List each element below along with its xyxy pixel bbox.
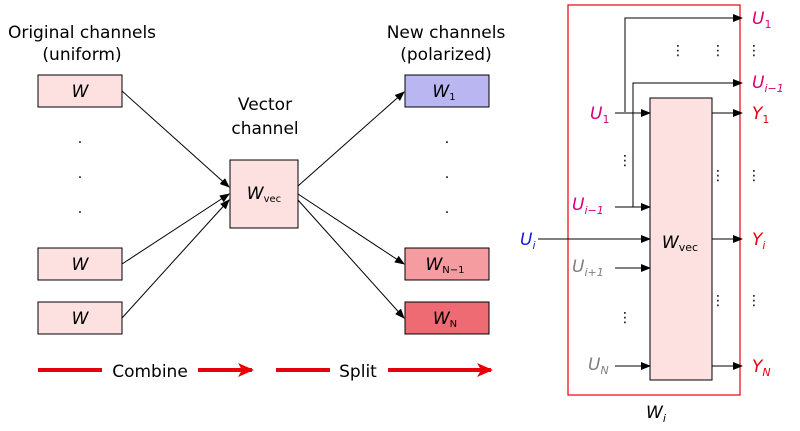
vector-channel-label-right: Wvec [662, 233, 698, 254]
original-channels-title: Original channels [8, 23, 156, 43]
combine-arrow [121, 193, 230, 265]
combine-arrow [121, 90, 230, 188]
polarized-channel-box-wn1 [404, 247, 490, 281]
ellipsis-dot: . [445, 166, 449, 182]
split-arrow [297, 193, 405, 265]
polarized-channel-box-w1 [404, 74, 490, 108]
ellipsis-dot: . [78, 166, 82, 182]
output-label-u1: U1 [752, 9, 771, 31]
split-arrow [297, 91, 405, 187]
ellipsis-dot: . [445, 201, 449, 217]
uniform-channel-label-mid: W [72, 255, 90, 275]
bypass-wire-ui-1 [632, 79, 743, 207]
vector-channel-label: Wvec [247, 184, 281, 205]
vertical-ellipsis: ⋮ [747, 293, 761, 309]
input-label-ui+1: Ui+1 [572, 257, 604, 279]
split-label: Split [339, 362, 377, 382]
uniform-channel-label-top: W [72, 82, 90, 102]
input-label-un: UN [588, 355, 609, 377]
polarized-channel-label-wn: WN [433, 309, 457, 330]
combine-arrow [121, 199, 230, 319]
vector-channel-box [229, 159, 299, 229]
synthetic-channel-label: Wi [646, 403, 666, 425]
output-label-yn: YN [752, 357, 771, 379]
vertical-ellipsis: ⋮ [618, 310, 632, 326]
synthetic-channel-frame [567, 4, 741, 396]
bypass-wire-u1 [624, 14, 743, 112]
vertical-ellipsis: ⋮ [618, 153, 632, 169]
new-channels-title: New channels [387, 23, 506, 43]
input-label-ui-1: Ui−1 [572, 195, 604, 217]
polarized-channel-label-wn1: WN−1 [425, 255, 464, 276]
output-label-yi: Yi [752, 230, 765, 252]
vertical-ellipsis: ⋮ [747, 168, 761, 184]
polarized-channel-box-wn [404, 301, 490, 335]
uniform-channel-box-bottom [37, 301, 123, 335]
vector-channel-subtitle: channel [231, 119, 298, 139]
output-label-y1: Y1 [752, 104, 769, 126]
vertical-ellipsis: ⋮ [671, 43, 685, 59]
uniform-channel-label-bottom: W [72, 309, 90, 329]
vector-channel-title: Vector [238, 95, 292, 115]
output-label-ui-1: Ui−1 [752, 73, 784, 95]
vertical-ellipsis: ⋮ [711, 168, 725, 184]
uniform-channel-box-top [37, 74, 123, 108]
vertical-ellipsis: ⋮ [711, 293, 725, 309]
input-label-u1: U1 [590, 104, 609, 126]
ellipsis-dot: . [445, 131, 449, 147]
vector-channel-box-right [649, 97, 713, 381]
split-arrow [297, 199, 405, 319]
polarized-channel-label-w1: W1 [432, 82, 455, 103]
uniform-channel-box-mid [37, 247, 123, 281]
combine-label: Combine [112, 362, 188, 382]
ellipsis-dot: . [78, 131, 82, 147]
vertical-ellipsis: ⋮ [747, 43, 761, 59]
input-label-ui: Ui [520, 230, 536, 252]
ellipsis-dot: . [78, 201, 82, 217]
original-channels-subtitle: (uniform) [42, 45, 121, 65]
new-channels-subtitle: (polarized) [400, 45, 491, 65]
vertical-ellipsis: ⋮ [711, 43, 725, 59]
